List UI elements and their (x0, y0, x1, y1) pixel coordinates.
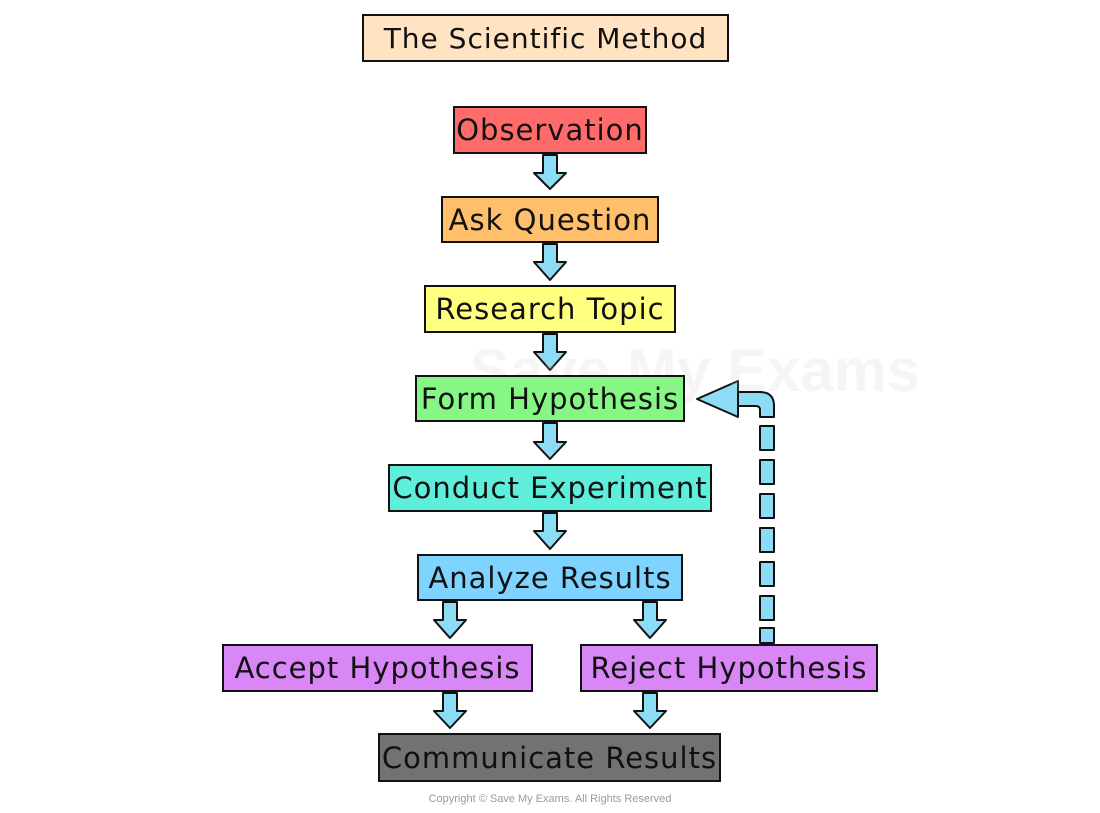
arrow-conduct-to-analyze (533, 512, 567, 550)
node-reject-hypothesis: Reject Hypothesis (580, 644, 878, 692)
dashed-return-arrow (696, 380, 775, 644)
node-form-hypothesis: Form Hypothesis (415, 375, 685, 422)
arrow-accept-to-communicate (433, 692, 467, 729)
node-observation: Observation (453, 106, 647, 154)
arrow-reject-to-communicate (633, 692, 667, 729)
arrow-observation-to-ask (533, 154, 567, 190)
node-accept-hypothesis: Accept Hypothesis (222, 644, 533, 692)
node-communicate-results: Communicate Results (378, 733, 721, 782)
node-conduct-experiment: Conduct Experiment (388, 464, 712, 512)
diagram-title: The Scientific Method (362, 14, 729, 62)
arrow-ask-to-research (533, 243, 567, 281)
node-analyze-results: Analyze Results (417, 554, 683, 601)
arrow-analyze-to-accept (433, 601, 467, 639)
arrow-form-to-conduct (533, 422, 567, 460)
node-research-topic: Research Topic (424, 285, 676, 333)
copyright-notice: Copyright © Save My Exams. All Rights Re… (428, 793, 672, 805)
node-ask-question: Ask Question (441, 196, 659, 243)
arrow-analyze-to-reject (633, 601, 667, 639)
arrow-research-to-form (533, 333, 567, 371)
